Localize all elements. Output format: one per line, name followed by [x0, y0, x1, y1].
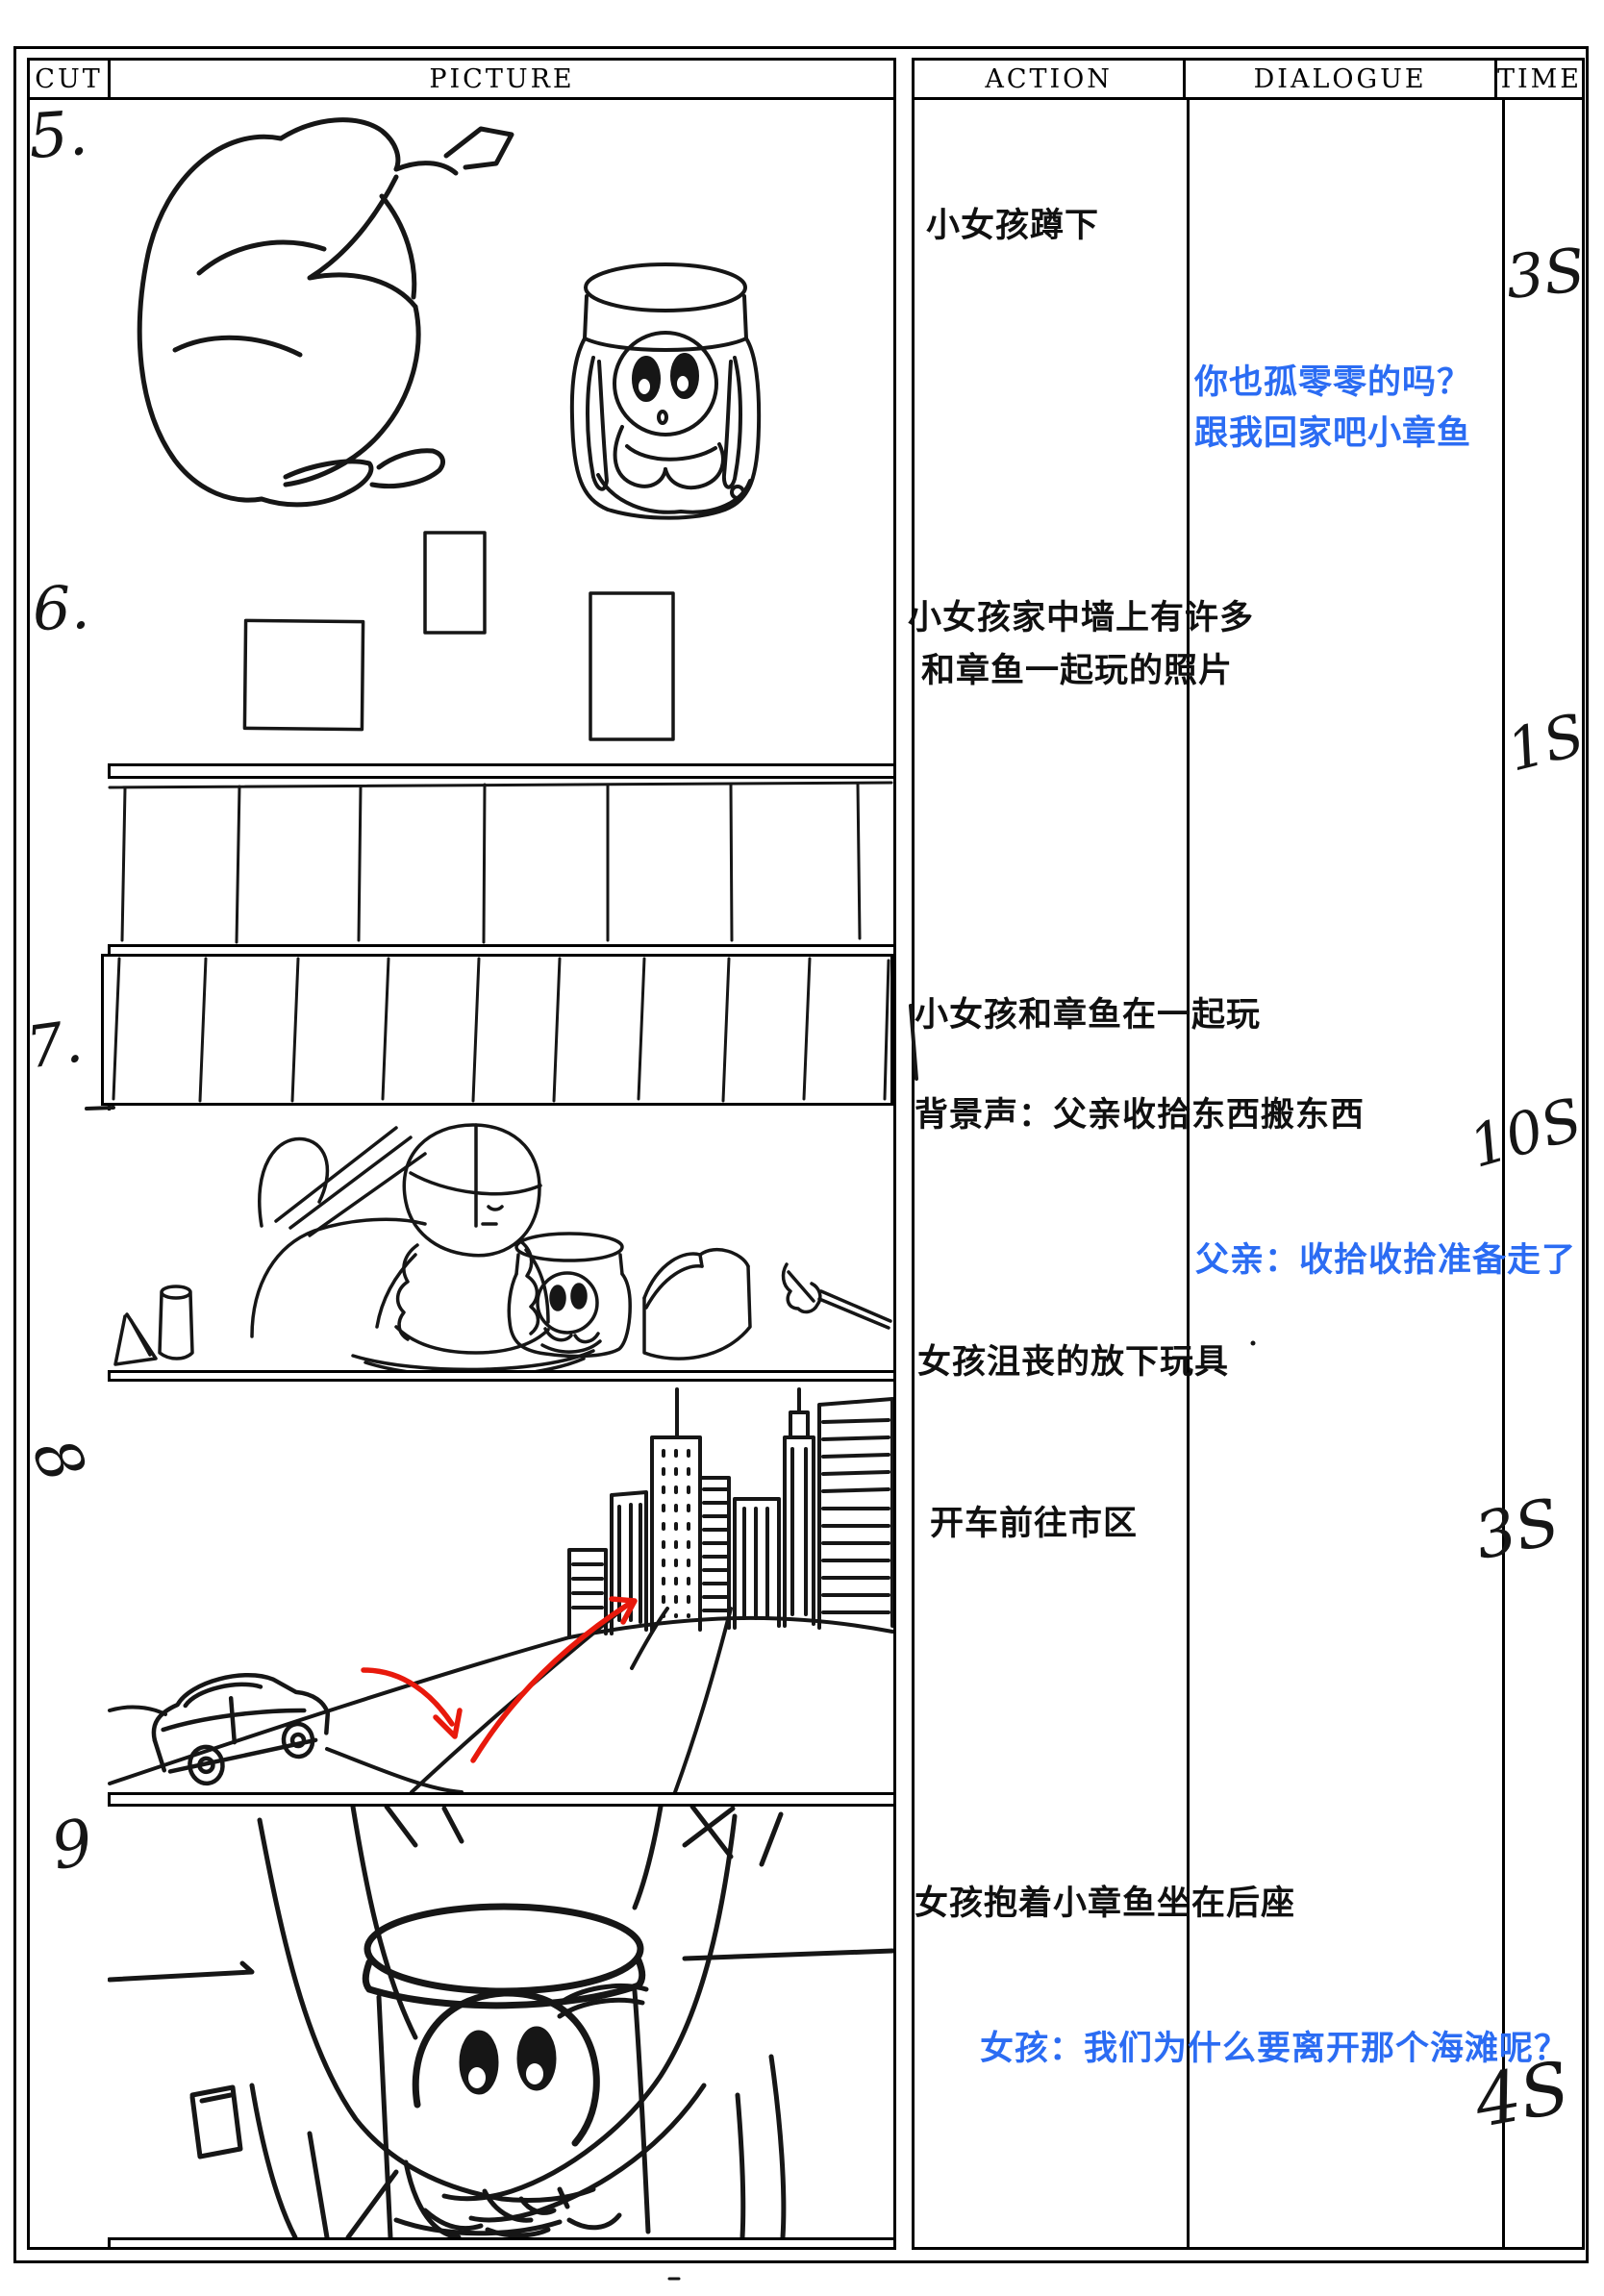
time-column-header: TIME [1496, 63, 1582, 94]
sketch-photo-frames [242, 531, 675, 741]
picture-cut6-wall-photo-frames [108, 528, 893, 766]
picture-plank-wall-close [101, 954, 893, 1106]
picture-cut7-girl-playing-with-octopus [108, 1111, 893, 1373]
picture-cut9-hugging-jar [108, 1804, 893, 2240]
left-table: CUT PICTURE [27, 58, 896, 2250]
sketch-girl-playing [113, 1123, 892, 1370]
time-cut5: 3S [1502, 234, 1589, 313]
action-text-cut8: 开车前往市区 [930, 1505, 1139, 1543]
left-header-row: CUT PICTURE [30, 61, 893, 100]
action-text-cut7-line2: 背景声：父亲收拾东西搬东西 [915, 1096, 1366, 1135]
red-direction-arrows [361, 1596, 638, 1763]
dialogue-time-divider [1502, 100, 1505, 2247]
cut-column-header: CUT [30, 61, 111, 97]
sketch-girl-squatting-and-octopus-jar [137, 117, 762, 520]
time-cut9: 4S [1468, 2046, 1576, 2144]
cut-number-7: 7. [22, 1008, 87, 1083]
action-text-cut7-line1: 小女孩和章鱼在一起玩 [915, 996, 1262, 1035]
outer-frame [13, 46, 1589, 2263]
action-text-cut7-line3: 女孩沮丧的放下玩具 [917, 1343, 1230, 1382]
action-text-cut9: 女孩抱着小章鱼坐在后座 [915, 1884, 1296, 1923]
dialogue-text-cut7: 父亲：收拾收拾准备走了 [1195, 1241, 1577, 1280]
picture-cut8-drive-to-city [108, 1379, 893, 1795]
sketch-plank-wall-close [112, 957, 890, 1103]
right-header-row: ACTION DIALOGUE TIME [915, 61, 1582, 100]
dialogue-text-cut9: 女孩：我们为什么要离开那个海滩呢？ [980, 2030, 1569, 2068]
sketch-city-and-car [108, 1387, 893, 1792]
dialogue-column-header: DIALOGUE [1186, 61, 1497, 97]
action-text-cut6-line1: 小女孩家中墙上有许多 [908, 599, 1255, 637]
picture-column-header: PICTURE [429, 63, 575, 94]
dialogue-text-cut5-line1: 你也孤零零的吗？ [1194, 363, 1472, 402]
action-column-header: ACTION [915, 61, 1187, 97]
picture-cut5-girl-squatting-with-jar [108, 100, 893, 531]
dialogue-text-cut5-line2: 跟我回家吧小章鱼 [1194, 414, 1472, 453]
cut-number-6: 6. [31, 571, 91, 645]
right-table: ACTION DIALOGUE TIME [912, 58, 1585, 2250]
sketch-plank-wall-wide [108, 781, 893, 944]
action-dialogue-divider [1187, 100, 1190, 2247]
action-text-cut6-line2: 和章鱼一起玩的照片 [921, 652, 1234, 690]
action-text-cut5: 小女孩蹲下 [926, 207, 1100, 245]
car-sketch [151, 1673, 331, 1786]
sketch-arms-hugging-jar [108, 1807, 893, 2237]
cut-number-5: 5. [26, 97, 90, 174]
picture-plank-wall-wide [108, 776, 893, 947]
